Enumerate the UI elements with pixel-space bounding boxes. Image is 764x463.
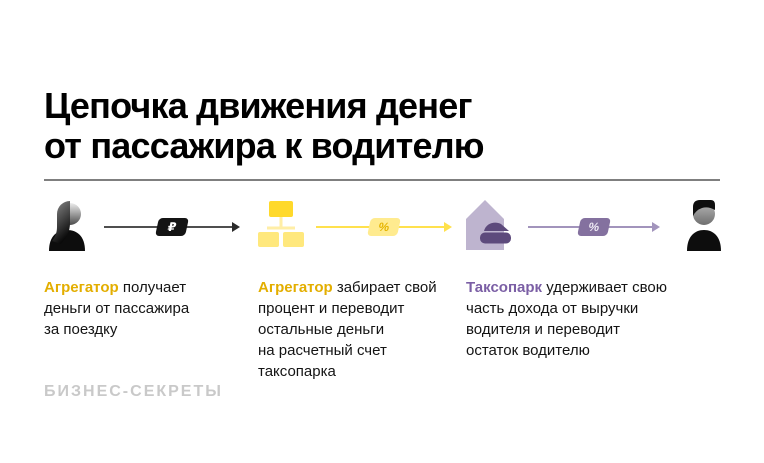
arrowhead-icon <box>444 222 452 232</box>
passenger-icon <box>49 201 85 251</box>
percent-badge-yellow: % <box>367 218 401 236</box>
divider-line <box>44 179 720 181</box>
step-lead-word: Агрегатор <box>44 279 119 296</box>
driver-icon <box>687 200 721 251</box>
percent-badge-purple: % <box>577 218 611 236</box>
step-description-aggregator-receives: Агрегатор получает деньги от пассажира з… <box>44 277 224 340</box>
brand-logo: БИЗНЕС-СЕКРЕТЫ <box>44 383 223 400</box>
step-lead-word: Агрегатор <box>258 279 333 296</box>
step-text: забирает свой процент и переводит осталь… <box>258 279 437 380</box>
ruble-badge: ₽ <box>155 218 189 236</box>
page-title: Цепочка движения денег от пассажира к во… <box>44 85 485 167</box>
step-description-aggregator-transfers: Агрегатор забирает свой процент и перево… <box>258 277 448 382</box>
step-lead-word: Таксопарк <box>466 279 543 296</box>
arrowhead-icon <box>232 222 240 232</box>
arrowhead-icon <box>652 222 660 232</box>
step-text: удерживает свою часть дохода от выручки … <box>466 279 667 359</box>
taxipark-icon <box>466 200 511 250</box>
step-text: получает деньги от пассажира за поездку <box>44 279 190 338</box>
arrow-aggregator-to-taxipark: % <box>316 218 452 236</box>
aggregator-icon <box>258 201 304 247</box>
arrow-taxipark-to-driver: % <box>528 218 660 236</box>
arrow-passenger-to-aggregator: ₽ <box>104 218 240 236</box>
step-description-taxipark-pays-driver: Таксопарк удерживает свою часть дохода о… <box>466 277 681 361</box>
